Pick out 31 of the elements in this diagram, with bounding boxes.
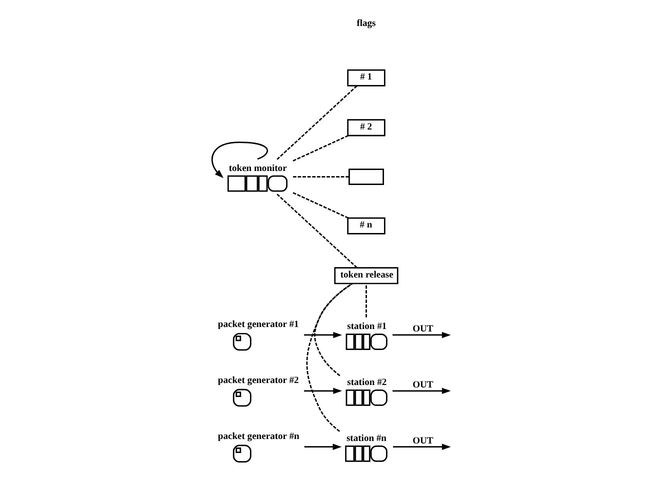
node-box: token release	[334, 266, 398, 284]
node-box: # 1	[347, 68, 386, 86]
arrow	[393, 443, 451, 450]
arrow	[392, 387, 451, 394]
node-label: station #1	[347, 320, 387, 332]
connector	[276, 84, 358, 160]
arrow	[392, 331, 451, 338]
arrow	[304, 387, 342, 394]
connector	[366, 283, 367, 317]
node-box	[348, 168, 384, 184]
node-box: # 2	[347, 118, 386, 136]
node-label: packet generator #1	[218, 318, 299, 330]
node-label: station #n	[346, 432, 386, 444]
connector	[276, 193, 358, 268]
connector	[292, 192, 349, 218]
arrow	[304, 331, 342, 338]
node-label: packet generator #2	[218, 374, 299, 386]
node-label: packet generator #n	[218, 430, 300, 442]
edge-label: OUT	[412, 435, 434, 446]
edge-label: OUT	[412, 323, 434, 334]
label: flags	[356, 17, 376, 28]
node-label: token monitor	[228, 162, 287, 174]
edge-label: OUT	[412, 379, 434, 390]
connector	[306, 282, 353, 432]
connector	[292, 134, 349, 161]
node-label: station #2	[347, 376, 387, 388]
arrow	[211, 141, 268, 178]
connector	[314, 282, 353, 376]
arrow	[304, 443, 342, 450]
node-box: # n	[347, 216, 386, 234]
connector	[293, 176, 350, 177]
